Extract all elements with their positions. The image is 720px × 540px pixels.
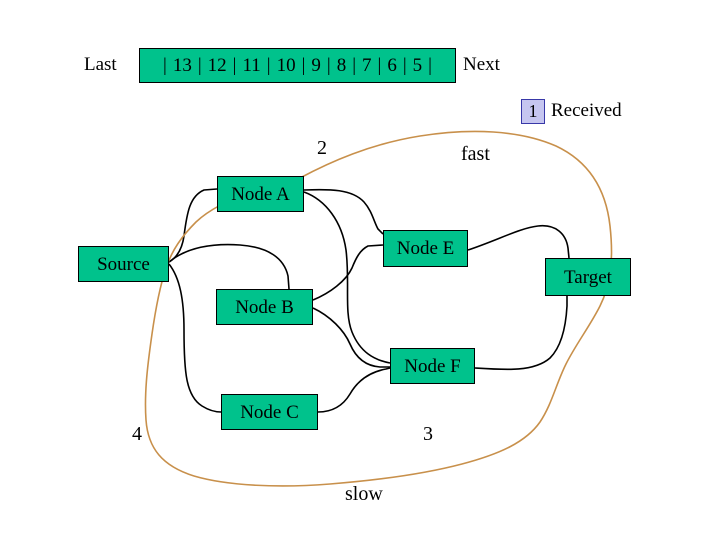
queue-cell-6[interactable]: 6: [387, 54, 397, 76]
queue-separator: |: [326, 54, 331, 76]
queue-cell-10[interactable]: 10: [276, 54, 296, 76]
annotation-count-3: 3: [423, 423, 433, 445]
node-source[interactable]: Source: [78, 246, 169, 282]
node-label: Node A: [231, 183, 290, 205]
annotation-label-fast: fast: [461, 143, 490, 165]
queue-cell-9[interactable]: 9: [311, 54, 321, 76]
node-node-c[interactable]: Node C: [221, 394, 318, 430]
orange-ring-path: [144, 130, 613, 487]
received-label: Received: [551, 100, 622, 121]
node-target[interactable]: Target: [545, 258, 631, 296]
edge-nodeC-nodeF: [317, 367, 391, 413]
node-label: Target: [564, 266, 612, 288]
queue-cell-12[interactable]: 12: [207, 54, 227, 76]
queue-cell-8[interactable]: 8: [336, 54, 347, 76]
queue-cell-13[interactable]: 13: [172, 54, 192, 76]
node-node-e[interactable]: Node E: [383, 230, 468, 267]
annotation-label-slow: slow: [345, 483, 383, 505]
edge-source-nodeB: [168, 243, 290, 290]
queue-cell-5[interactable]: 5: [412, 54, 423, 76]
queue-last-label: Last: [84, 54, 117, 75]
queue-cell-11[interactable]: 11: [242, 54, 261, 76]
queue-separator: |: [163, 54, 167, 76]
node-node-b[interactable]: Node B: [216, 289, 313, 325]
queue-cells: |13|12|11|10|9|8|7|6|5|: [160, 55, 435, 77]
queue-separator: |: [402, 54, 407, 76]
edge-nodeA-nodeF: [303, 191, 391, 364]
queue-separator: |: [377, 54, 382, 76]
node-label: Source: [97, 253, 150, 275]
edge-source-nodeC: [168, 263, 222, 413]
node-label: Node B: [235, 296, 294, 318]
orange-ring: [144, 130, 613, 487]
black-edges: [168, 188, 570, 413]
annotation-count-4: 4: [132, 423, 142, 445]
edge-nodeE-target: [467, 224, 570, 259]
edge-nodeB-nodeF: [312, 307, 390, 368]
queue-separator: |: [428, 54, 432, 76]
queue-cell-7[interactable]: 7: [362, 54, 372, 76]
node-label: Node E: [396, 238, 455, 259]
edge-nodeF-target: [474, 296, 568, 371]
node-node-a[interactable]: Node A: [217, 176, 304, 212]
queue-separator: |: [352, 54, 357, 76]
queue-separator: |: [301, 54, 306, 76]
edge-nodeA-nodeE: [303, 188, 384, 235]
queue-separator: |: [197, 54, 202, 76]
queue-separator: |: [232, 54, 237, 76]
queue-next-label: Next: [463, 54, 500, 75]
node-label: Node C: [240, 401, 299, 423]
annotation-count-2: 2: [317, 137, 327, 159]
queue-bar[interactable]: |13|12|11|10|9|8|7|6|5|: [139, 48, 456, 83]
node-label: Node F: [404, 355, 461, 377]
node-node-f[interactable]: Node F: [390, 348, 475, 384]
received-count-badge[interactable]: 1: [521, 99, 545, 124]
queue-separator: |: [266, 54, 271, 76]
edge-nodeB-nodeE: [312, 244, 384, 301]
